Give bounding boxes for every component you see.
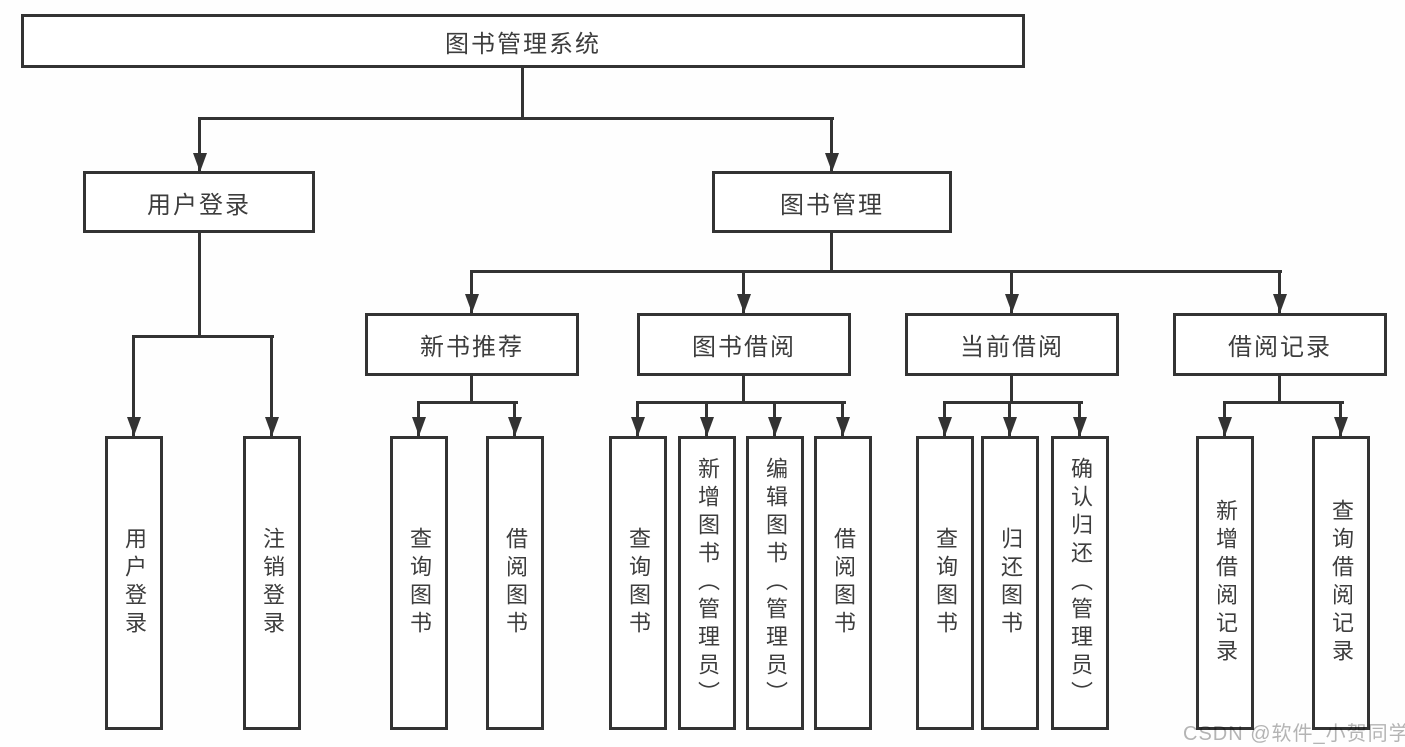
- node-user-login: 用户登录: [105, 436, 163, 730]
- connector-line: [470, 270, 473, 313]
- connector-line: [132, 335, 274, 338]
- node-add-book-admin: 新增图书（管理员）: [678, 436, 736, 730]
- connector-line: [521, 68, 524, 117]
- connector-line: [1010, 376, 1013, 401]
- arrow-down-icon: [465, 294, 479, 313]
- arrow-down-icon: [938, 417, 952, 436]
- arrow-down-icon: [737, 294, 751, 313]
- node-borrowing-records: 借阅记录: [1173, 313, 1387, 376]
- node-add-borrow-record: 新增借阅记录: [1196, 436, 1254, 730]
- node-user-login-group: 用户登录: [83, 171, 315, 233]
- arrow-down-icon: [836, 417, 850, 436]
- connector-line: [470, 270, 1282, 273]
- node-logout: 注销登录: [243, 436, 301, 730]
- arrow-down-icon: [127, 417, 141, 436]
- connector-line: [417, 401, 518, 404]
- arrow-down-icon: [631, 417, 645, 436]
- node-book-management: 图书管理: [712, 171, 952, 233]
- node-query-books-borrowing: 查询图书: [609, 436, 667, 730]
- arrow-down-icon: [1218, 417, 1232, 436]
- arrow-down-icon: [1073, 417, 1087, 436]
- arrow-down-icon: [825, 153, 839, 172]
- connector-line: [830, 233, 833, 270]
- arrow-down-icon: [1005, 294, 1019, 313]
- node-query-borrow-record: 查询借阅记录: [1312, 436, 1370, 730]
- arrow-down-icon: [700, 417, 714, 436]
- connector-line: [270, 335, 273, 436]
- node-current-borrowing: 当前借阅: [905, 313, 1119, 376]
- node-borrow-books-borrowing: 借阅图书: [814, 436, 872, 730]
- arrow-down-icon: [1003, 417, 1017, 436]
- connector-line: [132, 335, 135, 436]
- arrow-down-icon: [508, 417, 522, 436]
- node-edit-book-admin: 编辑图书（管理员）: [746, 436, 804, 730]
- node-new-book-recommendation: 新书推荐: [365, 313, 579, 376]
- csdn-watermark: CSDN @软件_小贺同学: [1183, 723, 1405, 745]
- node-query-books-recommend: 查询图书: [390, 436, 448, 730]
- connector-line: [198, 117, 201, 172]
- connector-line: [1010, 270, 1013, 313]
- node-query-books-current: 查询图书: [916, 436, 974, 730]
- node-borrow-books-recommend: 借阅图书: [486, 436, 544, 730]
- connector-line: [1223, 401, 1344, 404]
- connector-line: [1278, 270, 1281, 313]
- connector-line: [198, 117, 834, 120]
- arrow-down-icon: [768, 417, 782, 436]
- connector-line: [470, 376, 473, 401]
- connector-line: [742, 376, 745, 401]
- connector-line: [198, 233, 201, 335]
- connector-line: [830, 117, 833, 172]
- connector-line: [742, 270, 745, 313]
- arrow-down-icon: [193, 153, 207, 172]
- node-confirm-return-admin: 确认归还（管理员）: [1051, 436, 1109, 730]
- node-library-management-system: 图书管理系统: [21, 14, 1025, 68]
- connector-line: [943, 401, 1083, 404]
- node-book-borrowing: 图书借阅: [637, 313, 851, 376]
- node-return-books: 归还图书: [981, 436, 1039, 730]
- connector-line: [636, 401, 846, 404]
- connector-line: [1278, 376, 1281, 401]
- arrow-down-icon: [1334, 417, 1348, 436]
- arrow-down-icon: [1273, 294, 1287, 313]
- arrow-down-icon: [412, 417, 426, 436]
- arrow-down-icon: [265, 417, 279, 436]
